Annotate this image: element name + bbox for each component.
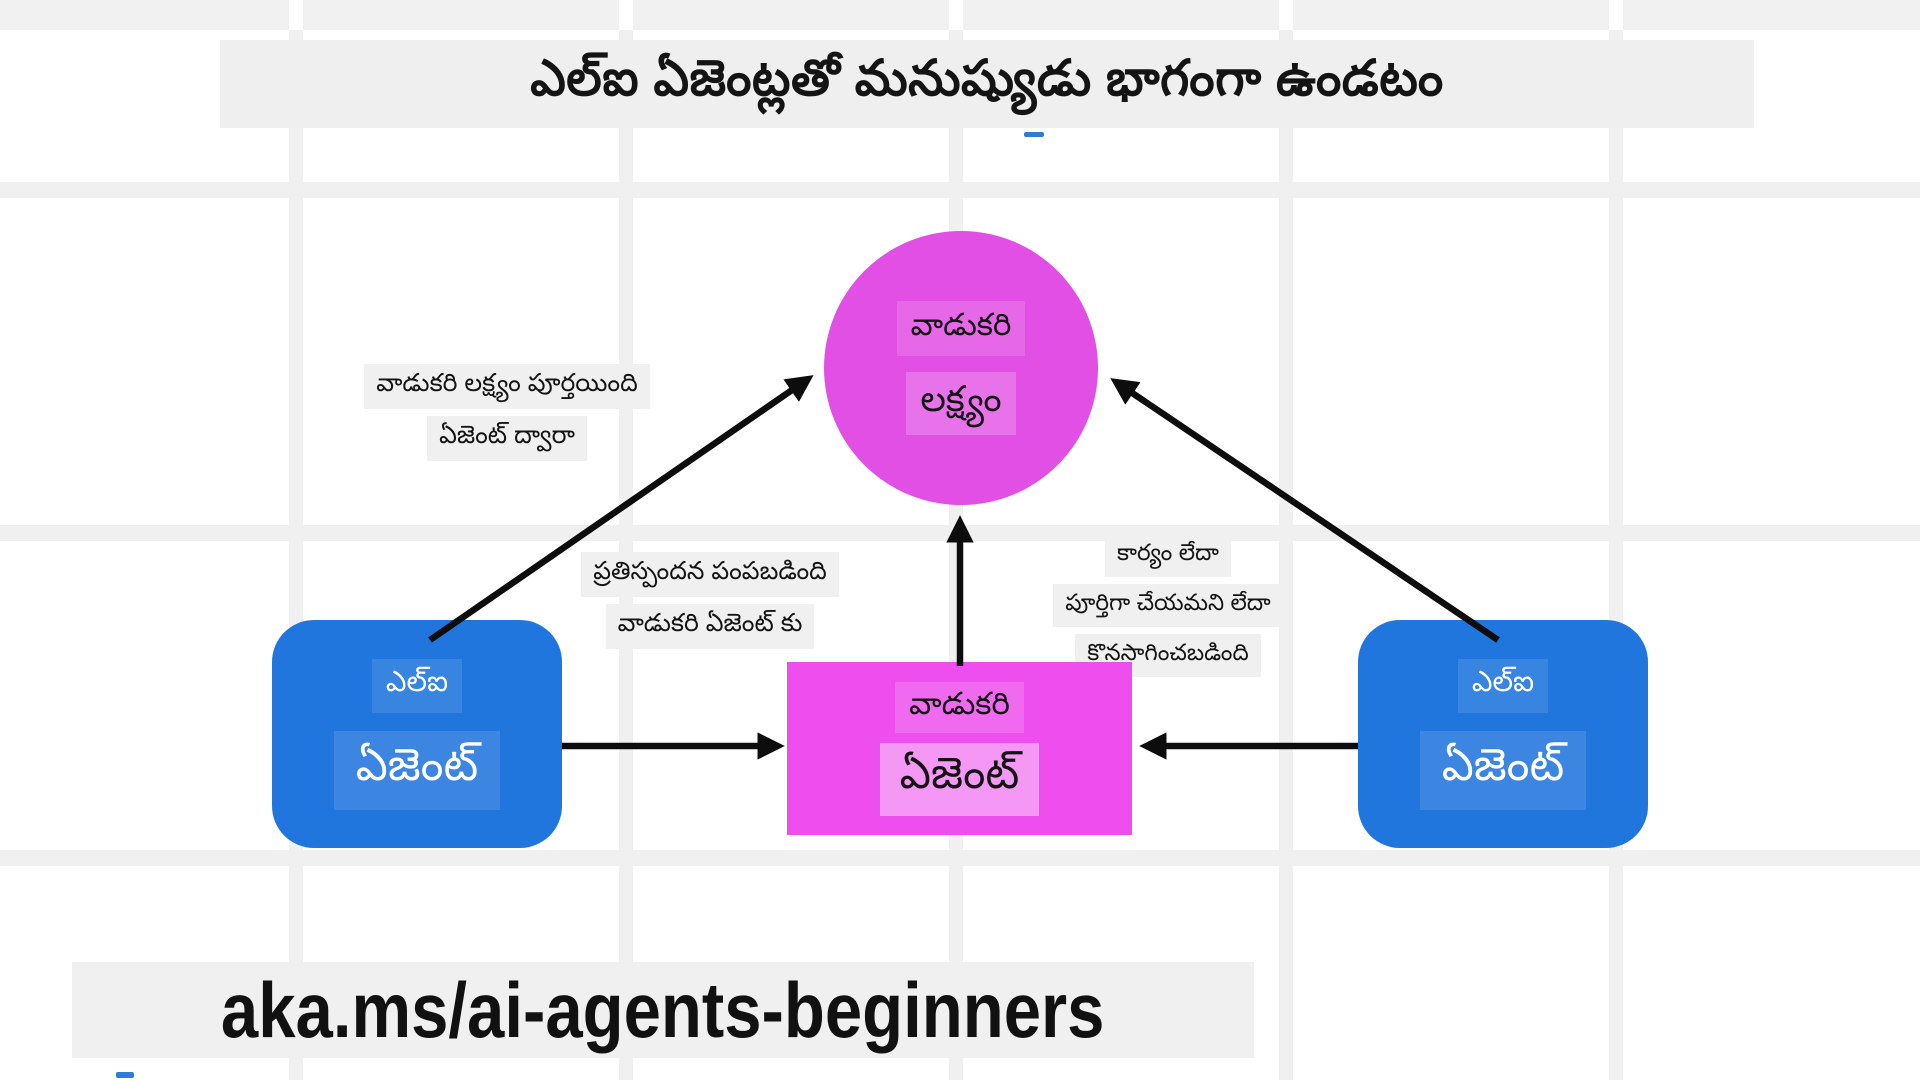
annotation-response-sent: ప్రతిస్పందన పంపబడింది వాడుకరి ఏజెంట్ కు xyxy=(577,552,843,649)
diagram-title-bar: ఎల్ఐ ఏజెంట్లతో మనుష్యుడు భాగంగా ఉండటం xyxy=(220,40,1754,128)
annotation-line: వాడుకరి లక్ష్యం పూర్తయింది xyxy=(364,364,650,409)
ai-agent-right-line2: ఏజెంట్ xyxy=(1419,730,1587,810)
annotation-line: ప్రతిస్పందన పంపబడింది xyxy=(581,552,839,597)
annotation-line: పూర్తిగా చేయమని లేదా xyxy=(1053,584,1283,627)
ai-agent-box-right: ఎల్ఐ ఏజెంట్ xyxy=(1358,620,1648,848)
grid-top-gap xyxy=(1279,0,1293,30)
ai-agent-left-line1: ఎల్ఐ xyxy=(371,658,463,713)
grid-hline xyxy=(0,182,1920,198)
footer-bar: aka.ms/ai-agents-beginners xyxy=(72,962,1254,1058)
user-goal-line2: లక్ష్యం xyxy=(906,372,1016,435)
user-goal-line1: వాడుకరి xyxy=(896,301,1026,356)
grid-top-gap xyxy=(289,0,303,30)
grid-top-gap xyxy=(949,0,963,30)
ai-agent-left-line2: ఏజెంట్ xyxy=(333,730,501,810)
annotation-goal-completed: వాడుకరి లక్ష్యం పూర్తయింది ఏజెంట్ ద్వారా xyxy=(313,364,701,461)
user-agent-line2: ఏజెంట్ xyxy=(879,742,1040,816)
blue-marker-top xyxy=(1024,132,1044,137)
grid-top-gap xyxy=(1609,0,1623,30)
grid-top-gap xyxy=(619,0,633,30)
annotation-line: కార్యం లేదా xyxy=(1105,534,1231,577)
blue-marker-bottom xyxy=(116,1072,134,1078)
annotation-line: వాడుకరి ఏజెంట్ కు xyxy=(605,604,815,649)
user-agent-box: వాడుకరి ఏజెంట్ xyxy=(787,662,1132,835)
diagram-title: ఎల్ఐ ఏజెంట్లతో మనుష్యుడు భాగంగా ఉండటం xyxy=(530,49,1444,106)
ai-agent-right-line1: ఎల్ఐ xyxy=(1457,658,1549,713)
annotation-task-forwarded: కార్యం లేదా పూర్తిగా చేయమని లేదా కొనసాగి… xyxy=(1046,534,1290,677)
grid-hline xyxy=(0,525,1920,541)
user-goal-circle: వాడుకరి లక్ష్యం xyxy=(824,231,1098,505)
user-agent-line1: వాడుకరి xyxy=(895,681,1024,733)
annotation-line: ఏజెంట్ ద్వారా xyxy=(427,416,587,461)
ai-agent-box-left: ఎల్ఐ ఏజెంట్ xyxy=(272,620,562,848)
grid-hline xyxy=(0,850,1920,866)
footer-link: aka.ms/ai-agents-beginners xyxy=(221,965,1105,1054)
